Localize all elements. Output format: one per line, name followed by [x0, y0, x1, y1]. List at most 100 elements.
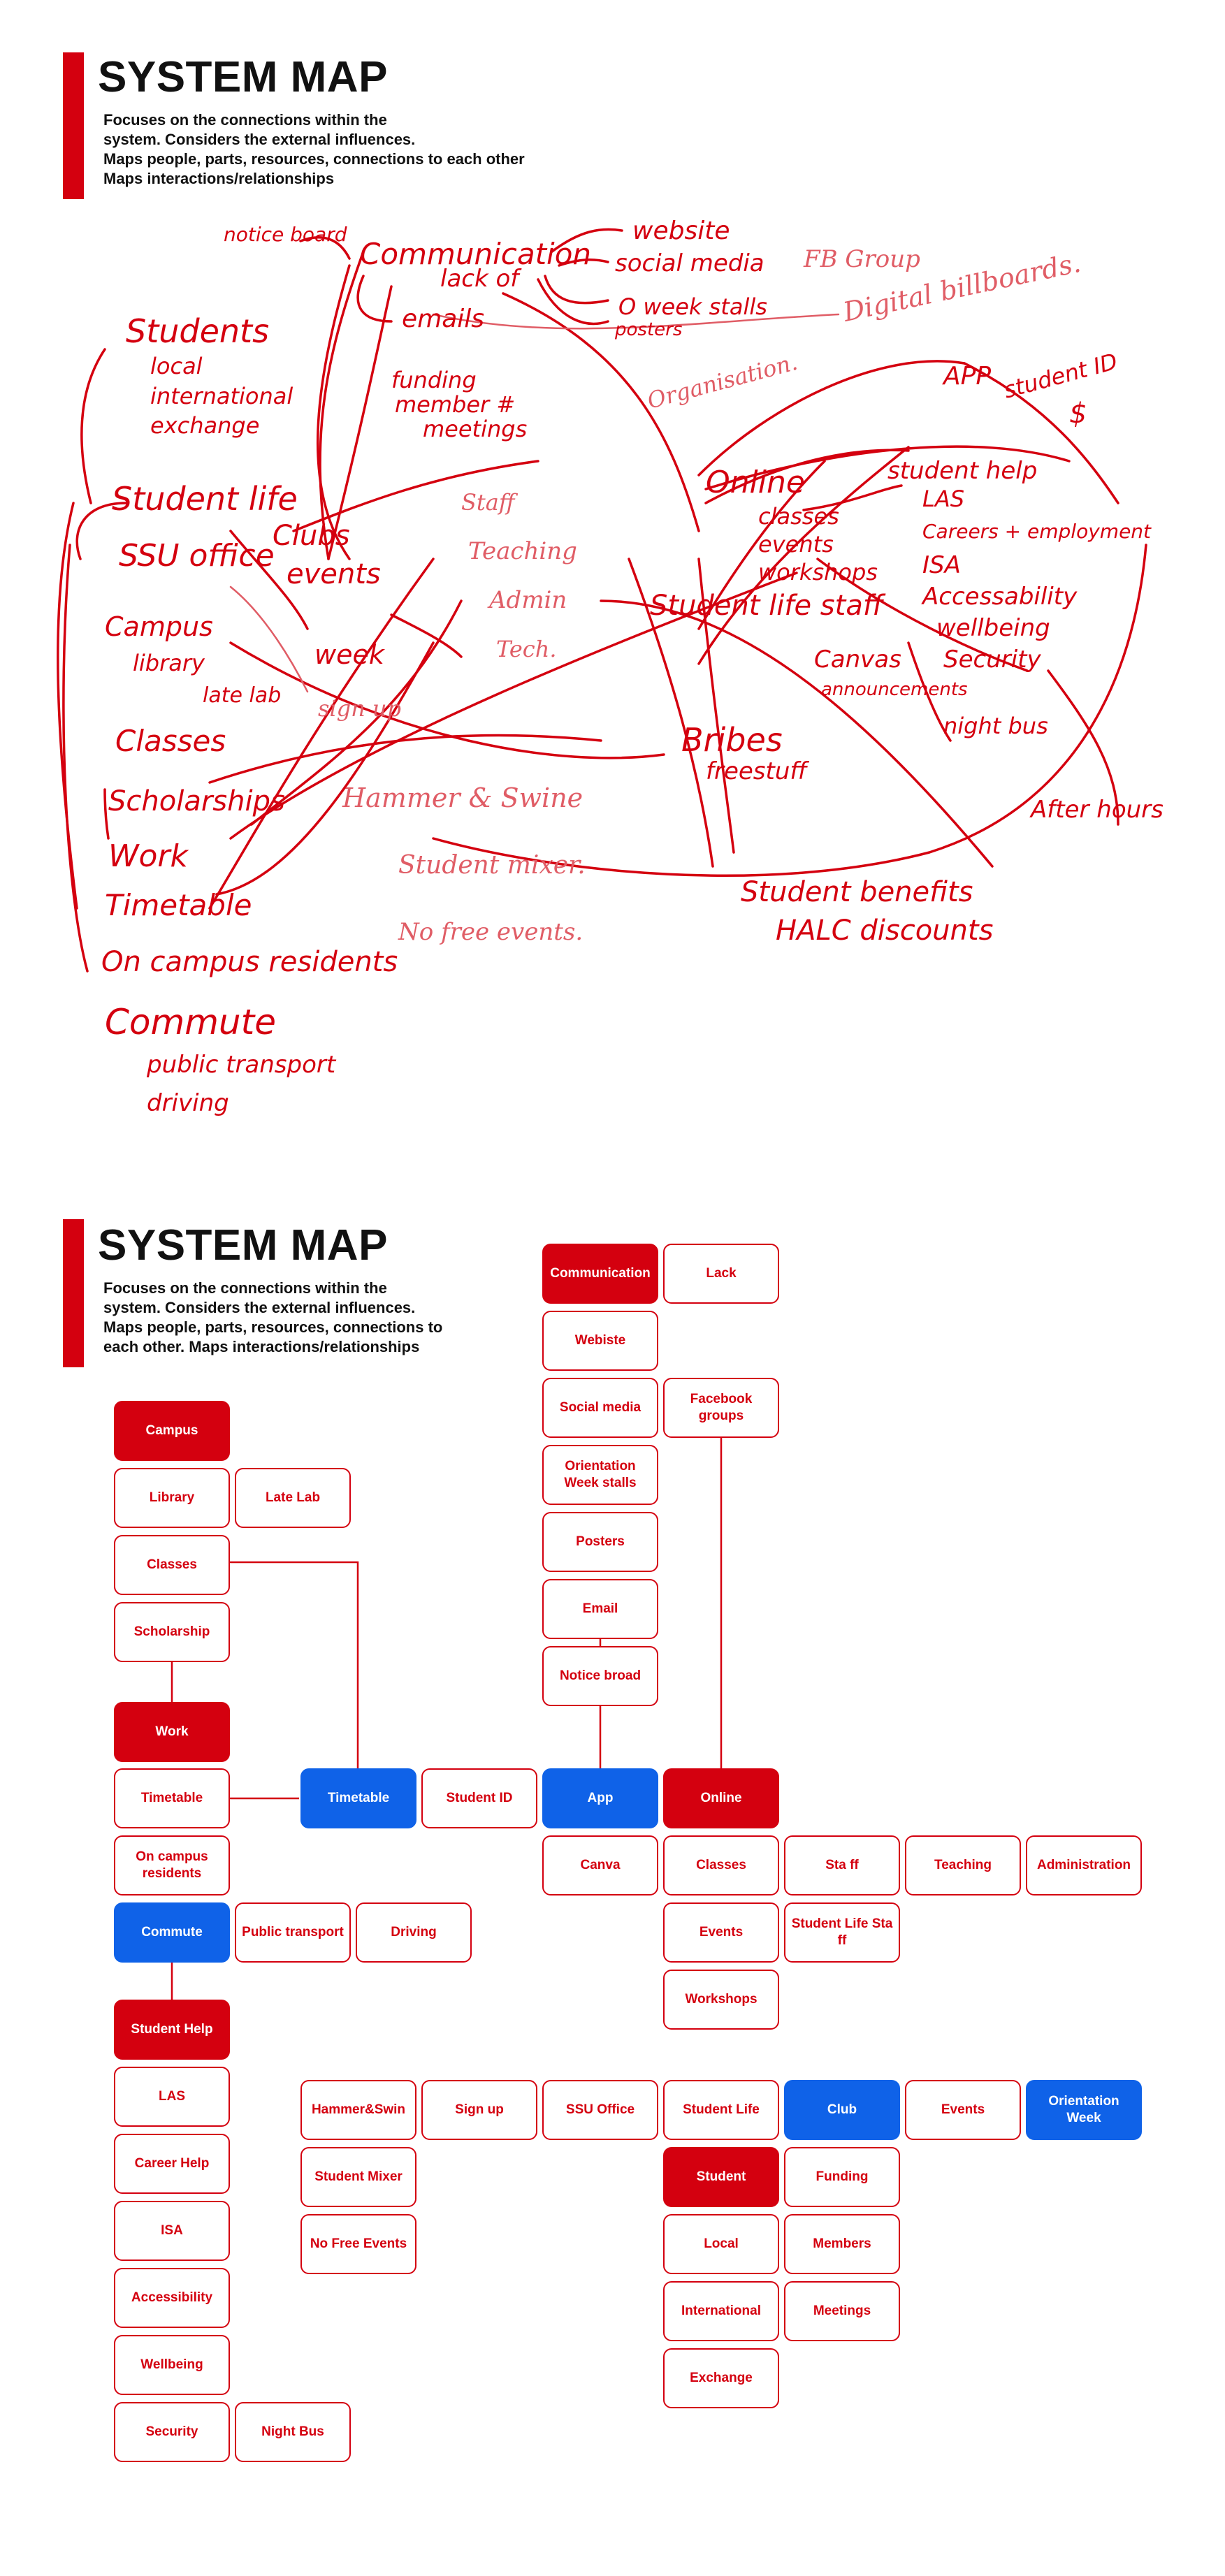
sketch-label-scholarships: Scholarships: [108, 785, 285, 817]
node-orientation-week-stalls[interactable]: Orientation Week stalls: [542, 1445, 658, 1505]
node-administration[interactable]: Administration: [1026, 1835, 1142, 1895]
node-night-bus[interactable]: Night Bus: [235, 2402, 351, 2462]
sketch-label-student-life: Student life: [112, 480, 298, 518]
node-campus[interactable]: Campus: [114, 1401, 230, 1461]
node-on-campus-residents[interactable]: On campus residents: [114, 1835, 230, 1895]
sketch-label-website: website: [632, 217, 730, 245]
structured-map-section: SYSTEM MAP Focuses on the connections wi…: [0, 1188, 1225, 2576]
node-work[interactable]: Work: [114, 1702, 230, 1762]
sketch-label-clubs-events: events: [287, 558, 381, 590]
section-description: Focuses on the connections within the sy…: [103, 1279, 443, 1355]
node-student-help[interactable]: Student Help: [114, 2000, 230, 2060]
node-no-free-events[interactable]: No Free Events: [300, 2214, 416, 2274]
sketch-label-driving: driving: [147, 1089, 229, 1117]
node-online[interactable]: Online: [663, 1768, 779, 1828]
node-wellbeing[interactable]: Wellbeing: [114, 2335, 230, 2395]
node-library[interactable]: Library: [114, 1468, 230, 1528]
sketch-label-student-mixer: Student mixer.: [398, 851, 586, 880]
sketch-label-library: library: [133, 650, 205, 676]
node-security[interactable]: Security: [114, 2402, 230, 2462]
node-driving[interactable]: Driving: [356, 1902, 472, 1963]
node-student-id[interactable]: Student ID: [421, 1768, 537, 1828]
node-funding[interactable]: Funding: [784, 2147, 900, 2207]
node-student[interactable]: Student: [663, 2147, 779, 2207]
node-teaching[interactable]: Teaching: [905, 1835, 1021, 1895]
sketch-label-student-life-staff: Student life staff: [650, 590, 886, 622]
node-student-mixer[interactable]: Student Mixer: [300, 2147, 416, 2207]
node-scholarship[interactable]: Scholarship: [114, 1602, 230, 1662]
sketch-label-member-count: member #: [395, 391, 515, 418]
node-canva[interactable]: Canva: [542, 1835, 658, 1895]
sketch-label-wellbeing: wellbeing: [936, 614, 1050, 642]
node-timetable-hub[interactable]: Timetable: [300, 1768, 416, 1828]
node-hammer-swin[interactable]: Hammer&Swin: [300, 2080, 416, 2140]
sketch-label-funding: funding: [391, 367, 477, 393]
sketch-label-student-benefits: Student benefits: [741, 876, 973, 908]
sketch-label-security: Security: [943, 646, 1041, 674]
node-social-media[interactable]: Social media: [542, 1378, 658, 1438]
node-lack[interactable]: Lack: [663, 1244, 779, 1304]
node-meetings[interactable]: Meetings: [784, 2281, 900, 2341]
sketch-light-connector-lines: [229, 313, 840, 693]
sketch-label-emails: emails: [402, 305, 484, 333]
sketch-label-commute: Commute: [105, 1002, 276, 1042]
node-posters[interactable]: Posters: [542, 1512, 658, 1572]
sketch-connector-lines: [57, 228, 1147, 973]
node-communication[interactable]: Communication: [542, 1244, 658, 1304]
sketch-section: SYSTEM MAP Focuses on the connections wi…: [0, 0, 1225, 1188]
sketch-label-hammer-swine: Hammer & Swine: [342, 783, 583, 813]
sketch-label-sign-up: sign up: [318, 695, 401, 722]
node-public-transport[interactable]: Public transport: [235, 1902, 351, 1963]
sketch-label-public-transport: public transport: [146, 1051, 337, 1079]
sketch-label-canvas: Canvas: [814, 646, 901, 674]
sketch-label-late-lab: late lab: [203, 683, 281, 708]
sketch-label-posters: posters: [614, 319, 682, 340]
node-exchange[interactable]: Exchange: [663, 2348, 779, 2408]
node-isa[interactable]: ISA: [114, 2201, 230, 2261]
sketch-label-student-id: student ID: [1001, 348, 1120, 404]
sketch-label-local: local: [150, 353, 203, 379]
node-members[interactable]: Members: [784, 2214, 900, 2274]
node-club-events[interactable]: Events: [905, 2080, 1021, 2140]
node-online-events[interactable]: Events: [663, 1902, 779, 1963]
sketch-label-students: Students: [126, 312, 269, 350]
node-student-life[interactable]: Student Life: [663, 2080, 779, 2140]
node-timetable-left[interactable]: Timetable: [114, 1768, 230, 1828]
sketch-label-week: week: [314, 639, 386, 670]
node-club[interactable]: Club: [784, 2080, 900, 2140]
sketch-label-freestuff: freestuff: [706, 757, 809, 785]
sketch-label-careers-employment: Careers + employment: [922, 520, 1152, 543]
node-las[interactable]: LAS: [114, 2067, 230, 2127]
node-late-lab[interactable]: Late Lab: [235, 1468, 351, 1528]
node-career-help[interactable]: Career Help: [114, 2134, 230, 2194]
node-workshops[interactable]: Workshops: [663, 1970, 779, 2030]
node-commute[interactable]: Commute: [114, 1902, 230, 1963]
node-international[interactable]: International: [663, 2281, 779, 2341]
node-ssu-office[interactable]: SSU Office: [542, 2080, 658, 2140]
sketch-label-staff: Staff: [461, 489, 519, 516]
sketch-label-halc-discounts: HALC discounts: [776, 915, 993, 947]
connector-classes-timetable: [230, 1561, 359, 1768]
node-accessibility[interactable]: Accessibility: [114, 2268, 230, 2328]
node-webiste[interactable]: Webiste: [542, 1311, 658, 1371]
sketch-label-no-free-events: No free events.: [398, 918, 583, 946]
node-sign-up[interactable]: Sign up: [421, 2080, 537, 2140]
sketch-label-work: Work: [108, 838, 189, 874]
sketch-label-exchange: exchange: [150, 412, 259, 439]
sketch-label-international: international: [150, 383, 293, 409]
node-staff[interactable]: Sta ff: [784, 1835, 900, 1895]
sketch-label-timetable: Timetable: [105, 888, 252, 922]
section-accent-bar: [63, 52, 84, 199]
node-notice-broad[interactable]: Notice broad: [542, 1646, 658, 1706]
node-online-classes[interactable]: Classes: [663, 1835, 779, 1895]
node-app[interactable]: App: [542, 1768, 658, 1828]
node-local[interactable]: Local: [663, 2214, 779, 2274]
node-orientation-week[interactable]: Orientation Week: [1026, 2080, 1142, 2140]
node-student-life-staff[interactable]: Student Life Sta ff: [784, 1902, 900, 1963]
sketch-label-after-hours: After hours: [1029, 796, 1164, 824]
sketch-label-dollar: $: [1069, 398, 1087, 430]
node-classes[interactable]: Classes: [114, 1535, 230, 1595]
sketch-label-social-media: social media: [615, 249, 764, 277]
node-email[interactable]: Email: [542, 1579, 658, 1639]
node-facebook-groups[interactable]: Facebook groups: [663, 1378, 779, 1438]
